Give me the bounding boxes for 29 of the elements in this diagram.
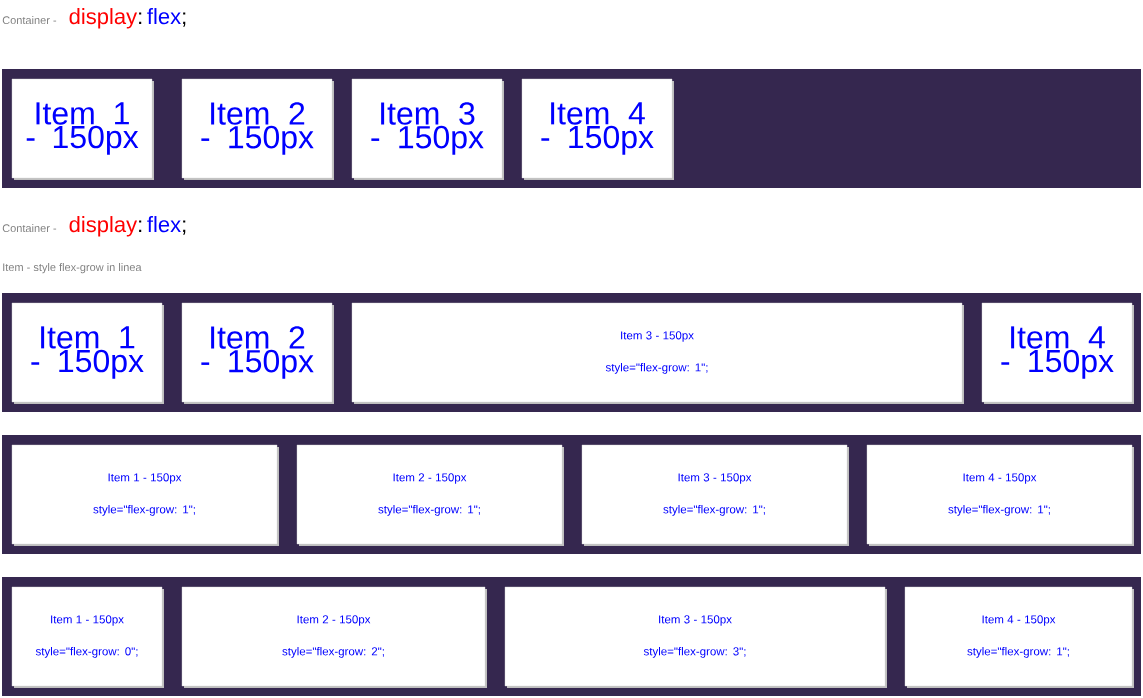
flex-item-box: Item 2 - 150px: [181, 78, 334, 180]
label: Container -: [2, 16, 57, 25]
flex-item-box: Item 3 - 150px style="flex-grow: 3";: [504, 586, 887, 688]
flex-item-box: Item 3 - 150px style="flex-grow: 1";: [581, 444, 849, 546]
flex-item-box: Item 4 - 150px: [521, 78, 674, 180]
flex-item-box: Item 1 - 150px: [11, 302, 164, 404]
label: display: [69, 216, 138, 237]
flex-item-box: Item 4 - 150px style="flex-grow: 1";: [866, 444, 1134, 546]
label: :: [139, 12, 142, 24]
flex-item-box: Item 4 - 150px: [981, 302, 1134, 404]
flex-item-box: Item 2 - 150px style="flex-grow: 1";: [296, 444, 564, 546]
label: ;: [183, 12, 186, 27]
label: flex: [147, 8, 181, 25]
label: Container -: [2, 224, 57, 233]
label: ;: [183, 220, 186, 235]
css-heading: Container - display: flex;: [2, 216, 186, 237]
label: flex: [147, 216, 181, 233]
note-text: Item - style flex-grow in linea: [3, 263, 142, 274]
label: display: [69, 8, 138, 29]
flex-item-box: Item 4 - 150px style="flex-grow: 1";: [904, 586, 1134, 688]
css-heading: Container - display: flex;: [2, 8, 186, 29]
label: :: [139, 220, 142, 232]
flex-item-box: Item 3 - 150px: [351, 78, 504, 180]
flex-item-box: Item 2 - 150px style="flex-grow: 2";: [181, 586, 487, 688]
flex-item-box: Item 1 - 150px: [11, 78, 154, 180]
flex-item-box: Item 2 - 150px: [181, 302, 334, 404]
flex-item-box: Item 1 - 150px style="flex-grow: 0";: [11, 586, 164, 688]
flex-item-box: Item 1 - 150px style="flex-grow: 1";: [11, 444, 279, 546]
flex-item-box: Item 3 - 150px style="flex-grow: 1";: [351, 302, 964, 404]
